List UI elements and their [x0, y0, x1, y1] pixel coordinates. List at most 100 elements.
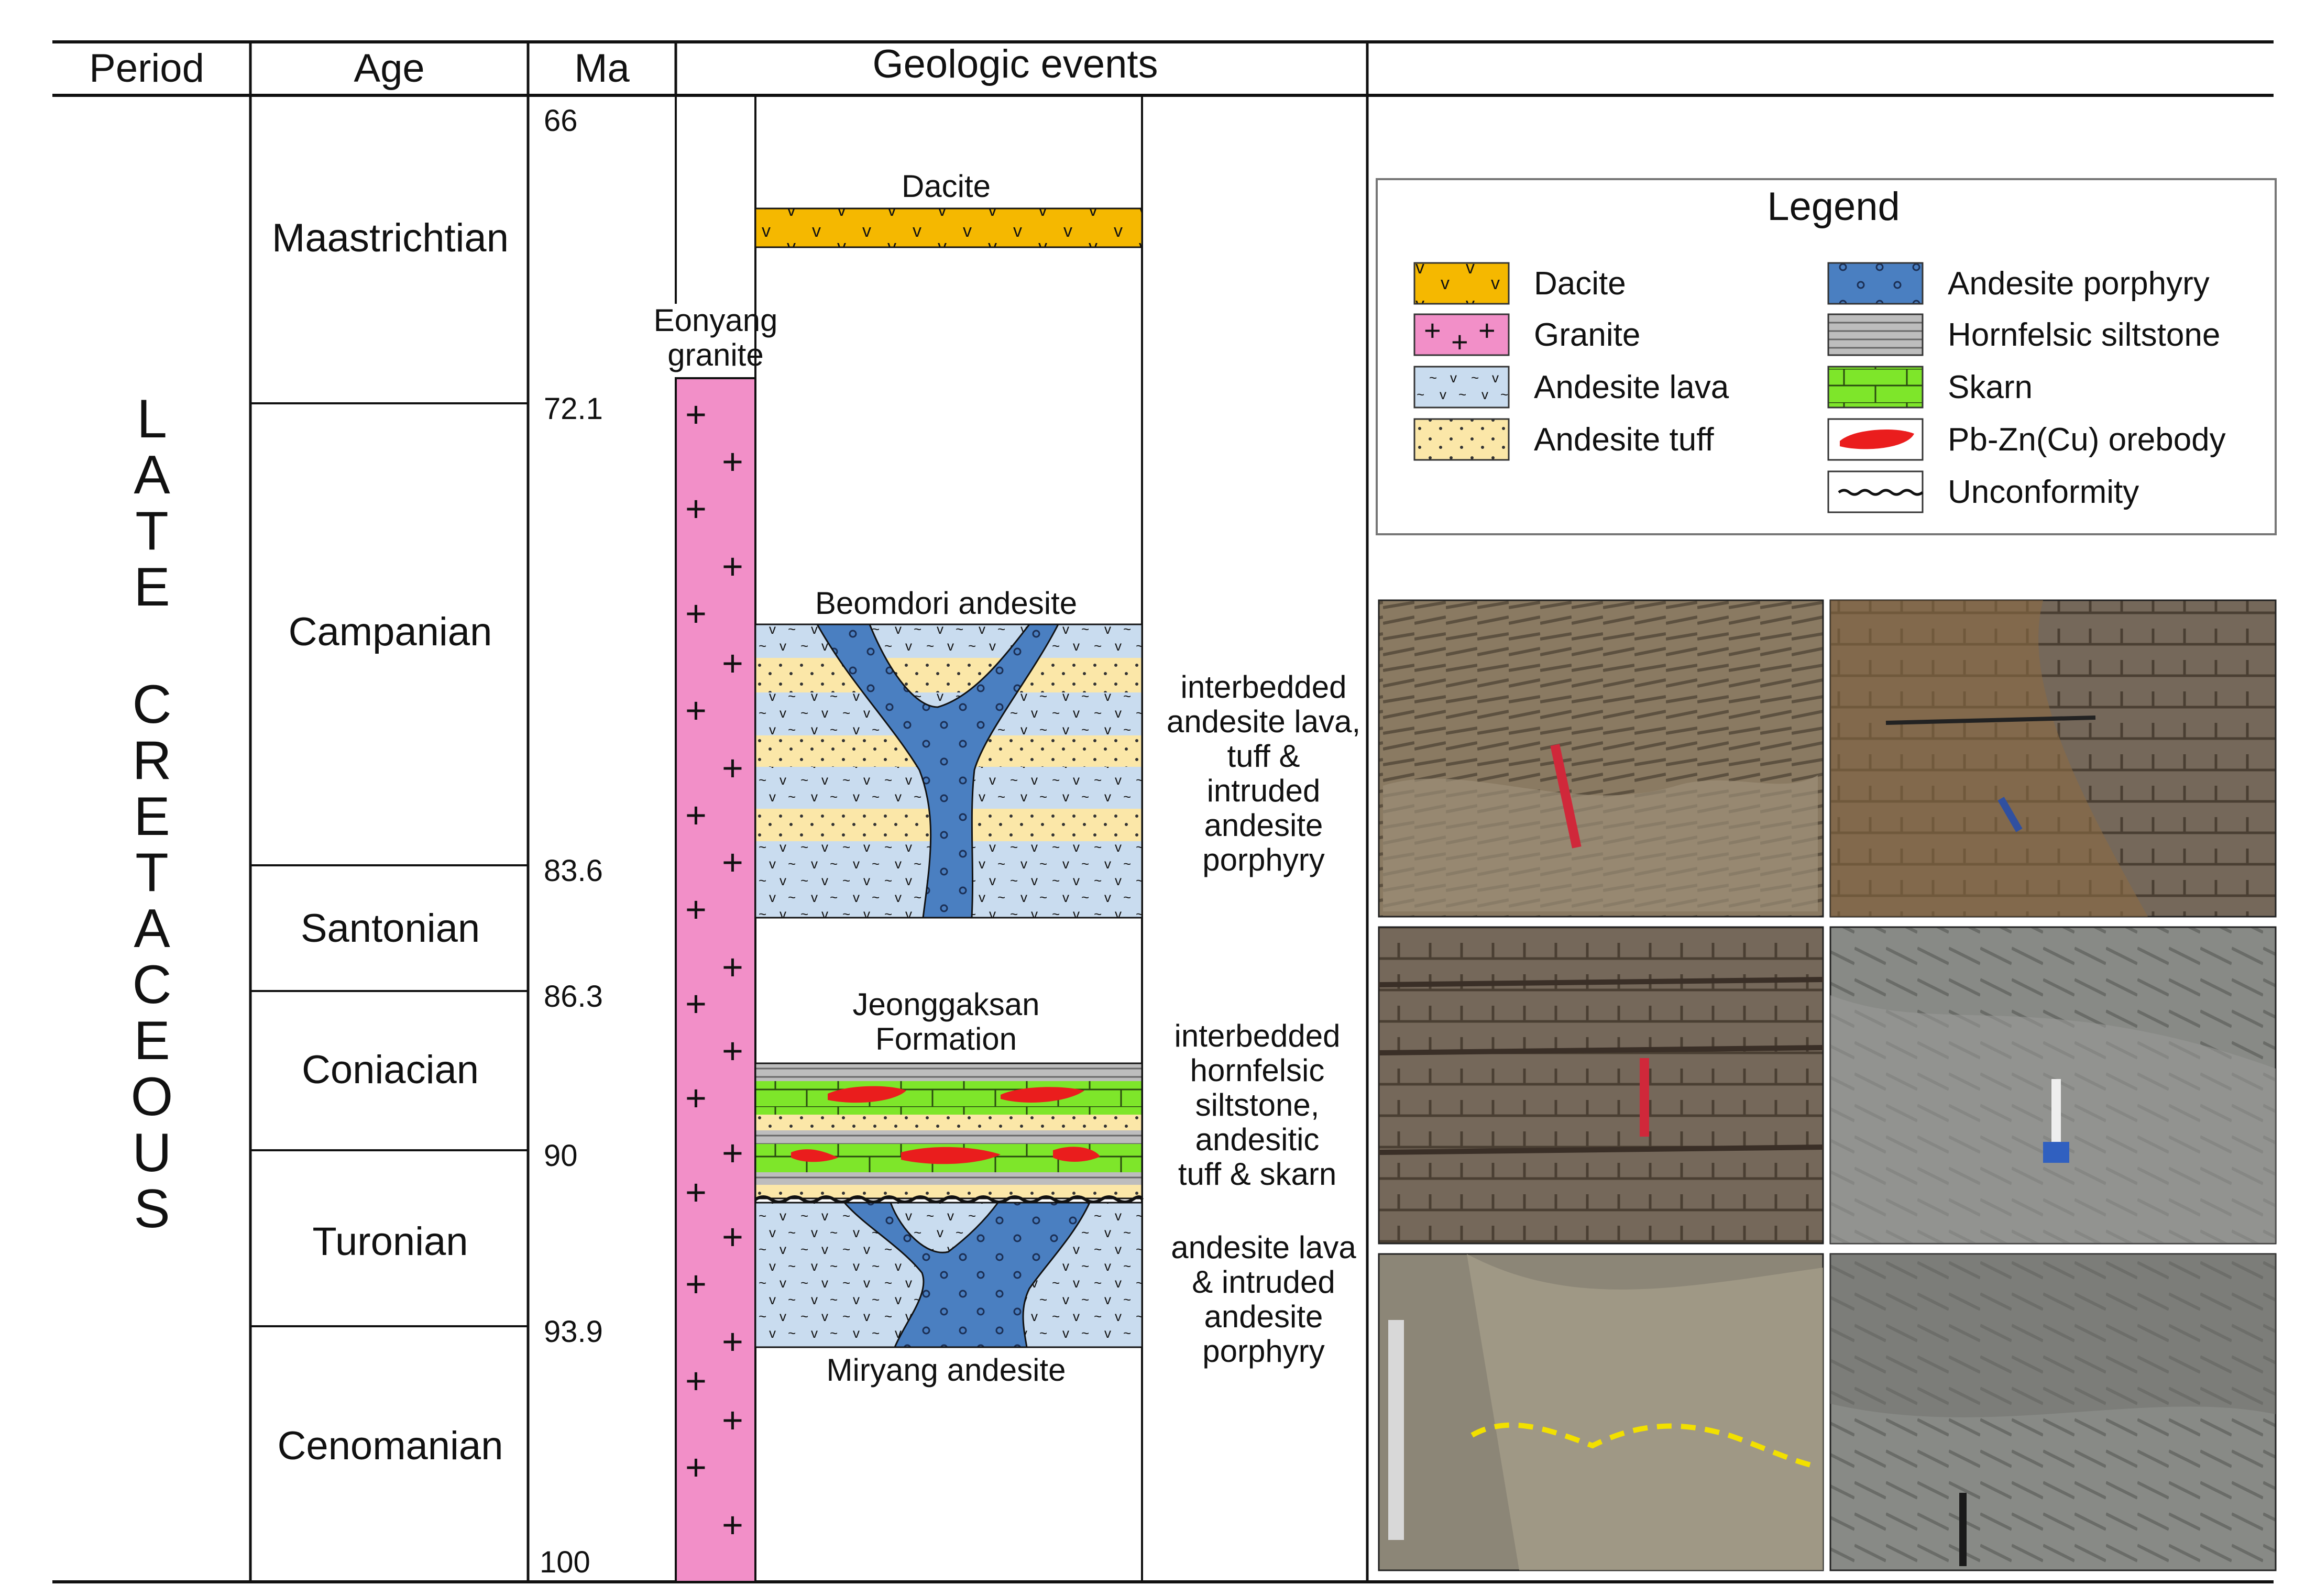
description-line: porphyry	[1202, 1334, 1324, 1369]
granite-column	[675, 377, 756, 1583]
period-letter: E	[134, 557, 170, 618]
period-letter: T	[135, 501, 169, 562]
legend-swatch-granite	[1413, 313, 1510, 356]
age-maastrichtian: Maastrichtian	[272, 216, 509, 260]
legend-label: Granite	[1534, 317, 1640, 353]
period-letter: E	[134, 1010, 170, 1071]
ma-tick: 93.9	[544, 1315, 603, 1349]
period-letter: A	[134, 898, 170, 959]
description-line: porphyry	[1202, 842, 1324, 877]
legend-label: Hornfelsic siltstone	[1948, 317, 2220, 353]
description-line: intruded	[1207, 773, 1321, 808]
label-eonyang-granite-line1: Eonyang	[654, 303, 778, 338]
svg-text:+: +	[722, 1321, 743, 1362]
outcrop-photo-4	[1829, 926, 2277, 1245]
period-letter: S	[134, 1179, 170, 1239]
svg-text:+: +	[722, 842, 743, 883]
orebody-lens	[1053, 1147, 1100, 1162]
svg-text:+: +	[722, 1132, 743, 1173]
ma-tick: 83.6	[544, 854, 603, 888]
age-santonian: Santonian	[301, 906, 480, 951]
miryang-andesite-block	[754, 1202, 1143, 1348]
description-line: tuff &	[1227, 739, 1300, 774]
description-line: siltstone,	[1195, 1087, 1320, 1122]
legend-label: Skarn	[1948, 369, 2033, 405]
legend-swatch-dacite	[1413, 262, 1510, 305]
outcrop-photo-6	[1829, 1253, 2277, 1571]
svg-text:+: +	[722, 747, 743, 788]
label-beomdori-andesite: Beomdori andesite	[815, 586, 1077, 621]
age-turonian: Turonian	[312, 1219, 468, 1264]
description-line: & intruded	[1192, 1264, 1335, 1300]
legend-swatch-hornfelsic-siltstone	[1827, 313, 1924, 356]
svg-text:+: +	[685, 1360, 707, 1401]
svg-text:+: +	[1478, 314, 1496, 347]
header-period: Period	[89, 46, 204, 91]
svg-text:+: +	[722, 643, 743, 684]
age-cenomanian: Cenomanian	[278, 1424, 503, 1468]
period-letter: L	[137, 389, 167, 449]
description-line: interbedded	[1181, 669, 1347, 705]
orebody-lens	[828, 1086, 906, 1103]
granite-crosses: ++ ++ ++ ++ ++ ++ ++ ++ ++ ++ ++ ++	[685, 394, 743, 1545]
description-line: andesitic	[1195, 1122, 1320, 1157]
label-miryang-andesite: Miryang andesite	[827, 1352, 1066, 1388]
description-line: andesite	[1204, 808, 1323, 843]
label-eonyang-granite-line2: granite	[667, 337, 763, 372]
age-campanian: Campanian	[289, 610, 492, 654]
legend-swatch-andesite-tuff	[1413, 418, 1510, 461]
outcrop-photo-5	[1378, 1253, 1824, 1571]
svg-text:+: +	[722, 546, 743, 587]
svg-text:+: +	[685, 795, 707, 835]
label-dacite: Dacite	[902, 169, 991, 204]
dacite-layer	[754, 207, 1143, 248]
svg-text:+: +	[685, 983, 707, 1024]
period-letter: A	[134, 445, 170, 505]
period-letter: C	[132, 954, 171, 1015]
table-header: Period Age Ma Geologic events	[52, 40, 2274, 1582]
svg-text:+: +	[685, 394, 707, 435]
svg-text:+: +	[722, 1400, 743, 1440]
beomdori-andesite-block	[754, 623, 1143, 919]
legend: Legend Dacite + + + Granite Andesite lav…	[1376, 178, 2277, 535]
outcrop-photo-3	[1378, 926, 1824, 1245]
svg-text:+: +	[685, 1447, 707, 1488]
description-line: andesite	[1204, 1299, 1323, 1334]
legend-label: Unconformity	[1948, 474, 2139, 510]
legend-swatch-andesite-lava	[1413, 366, 1510, 409]
header-geologic-events: Geologic events	[873, 42, 1158, 86]
legend-label: Andesite tuff	[1534, 422, 1714, 458]
svg-text:+: +	[685, 1172, 707, 1213]
age-boundaries	[250, 402, 528, 1327]
orebody-lens	[791, 1149, 838, 1162]
description-line: interbedded	[1175, 1018, 1341, 1053]
miryang-porphyry-intrusion	[842, 1202, 1091, 1348]
legend-label: Pb-Zn(Cu) orebody	[1948, 422, 2226, 458]
outcrop-photo-1	[1378, 599, 1824, 918]
period-letter: E	[134, 786, 170, 847]
period-letter: R	[132, 730, 171, 791]
header-age: Age	[354, 46, 424, 91]
description-line: hornfelsic	[1190, 1053, 1325, 1088]
age-coniacian: Coniacian	[302, 1048, 479, 1092]
svg-text:+: +	[685, 488, 707, 529]
ma-tick: 66	[544, 104, 578, 138]
label-jeonggaksan-line1: Jeonggaksan	[853, 987, 1040, 1022]
period-letter: T	[135, 842, 169, 903]
svg-text:+: +	[685, 1077, 707, 1118]
svg-text:+: +	[685, 690, 707, 731]
svg-text:+: +	[722, 1504, 743, 1545]
description-coniacian: interbedded hornfelsic siltstone, andesi…	[1175, 1018, 1341, 1192]
svg-text:+: +	[722, 946, 743, 987]
legend-swatch-unconformity	[1827, 470, 1924, 513]
description-campanian: interbedded andesite lava, tuff & intrud…	[1167, 669, 1360, 877]
svg-text:+: +	[685, 1263, 707, 1304]
svg-text:+: +	[722, 1030, 743, 1071]
beomdori-porphyry-intrusion	[816, 623, 1060, 919]
legend-swatch-skarn	[1827, 366, 1924, 409]
ma-tick: 72.1	[544, 392, 603, 426]
ma-tick: 100	[540, 1545, 590, 1579]
svg-text:+: +	[685, 889, 707, 930]
svg-text:+: +	[1451, 325, 1468, 358]
